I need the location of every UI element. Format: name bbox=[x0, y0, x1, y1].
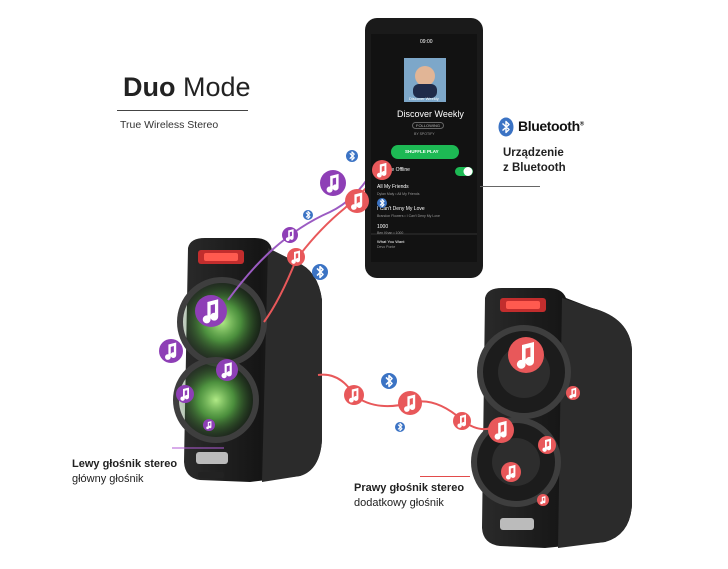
right-speaker-title: Prawy głośnik stereo bbox=[354, 482, 465, 494]
bluetooth-device-label: Urządzenie z Bluetooth bbox=[503, 146, 566, 176]
now-playing-title[interactable]: What You Want bbox=[377, 239, 405, 244]
bluetooth-logo: Bluetooth® bbox=[498, 117, 584, 137]
bluetooth-label-line2: z Bluetooth bbox=[503, 162, 566, 174]
page-subtitle: True Wireless Stereo bbox=[120, 119, 219, 131]
playlist-title: Discover Weekly bbox=[397, 109, 464, 119]
track-title[interactable]: I Can't Deny My Love bbox=[377, 206, 425, 212]
bluetooth-icon bbox=[498, 117, 514, 137]
track-artist: Ben Khan • 1000 bbox=[377, 231, 404, 235]
title-light: Mode bbox=[183, 72, 251, 102]
left-speaker-label: Lewy głośnik stereo główny głośnik bbox=[72, 457, 177, 487]
track-artist: Dylan Maly • All My Friends bbox=[377, 192, 420, 196]
shuffle-play-button[interactable]: SHUFFLE PLAY bbox=[405, 149, 439, 154]
left-speaker-title: Lewy głośnik stereo bbox=[72, 458, 178, 470]
right-speaker-subtitle: dodatkowy głośnik bbox=[354, 497, 444, 509]
smartphone bbox=[365, 18, 483, 278]
bluetooth-label-line1: Urządzenie bbox=[503, 147, 564, 159]
following-button[interactable]: FOLLOWING bbox=[412, 122, 445, 129]
coral-stream-line-lower bbox=[317, 373, 501, 431]
page-title: Duo Mode bbox=[123, 72, 251, 103]
available-offline-label: Available Offline bbox=[374, 167, 410, 173]
right-speaker-label: Prawy głośnik stereo dodatkowy głośnik bbox=[354, 481, 464, 511]
track-title[interactable]: 1000 bbox=[377, 224, 389, 230]
track-artist: Brandon Flowers • I Can't Deny My Love bbox=[377, 214, 440, 218]
phone-time: 09:00 bbox=[420, 39, 433, 45]
now-playing-artist: Devo Ponte bbox=[377, 245, 396, 249]
title-divider bbox=[117, 110, 248, 111]
cover-label: Discover Weekly bbox=[409, 96, 439, 101]
title-bold: Duo bbox=[123, 72, 176, 102]
phone-screen: 09:00 Discover Weekly Discover Weekly FO… bbox=[365, 18, 483, 278]
bluetooth-divider bbox=[480, 186, 540, 187]
by-line: BY SPOTIFY bbox=[414, 132, 435, 136]
left-speaker-subtitle: główny głośnik bbox=[72, 473, 144, 485]
right-speaker-divider bbox=[420, 476, 470, 477]
bluetooth-wordmark: Bluetooth® bbox=[518, 118, 584, 134]
track-title[interactable]: All My Friends bbox=[377, 184, 409, 190]
right-speaker bbox=[471, 288, 632, 548]
